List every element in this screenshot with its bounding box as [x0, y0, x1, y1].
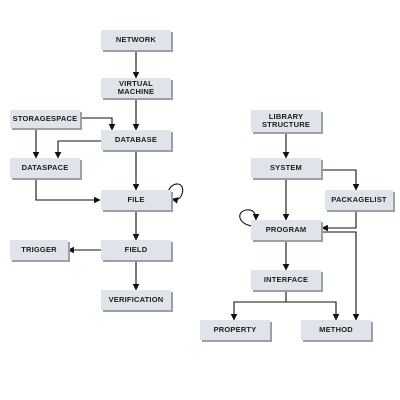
edge-file-self-loop — [167, 183, 184, 204]
node-virtual-machine: VIRTUAL MACHINE — [101, 78, 171, 98]
node-system: SYSTEM — [251, 158, 321, 178]
node-file: FILE — [101, 190, 171, 210]
node-dataspace: DATASPACE — [10, 158, 80, 178]
edge-storagespace-database — [80, 117, 116, 131]
edge-dataspace-file — [35, 178, 101, 204]
edge-program-self-loop — [239, 209, 260, 227]
node-field: FIELD — [101, 240, 171, 260]
edge-interface-method — [286, 301, 340, 321]
node-storagespace: STORAGESPACE — [10, 110, 80, 128]
node-library-structure: LIBRARY STRUCTURE — [251, 110, 321, 132]
edge-interface-property — [230, 290, 287, 321]
node-property: PROPERTY — [200, 320, 270, 340]
node-program: PROGRAM — [251, 220, 321, 240]
node-network: NETWORK — [101, 30, 171, 50]
edge-database-dataspace — [54, 140, 102, 159]
edge-system-packagelist — [320, 169, 360, 191]
node-trigger: TRIGGER — [10, 240, 68, 260]
node-verification: VERIFICATION — [101, 290, 171, 310]
node-packagelist: PACKAGELIST — [325, 190, 393, 210]
edge-packagelist-program — [321, 210, 357, 232]
edge-program-method — [320, 231, 360, 321]
node-interface: INTERFACE — [251, 270, 321, 290]
node-method: METHOD — [301, 320, 371, 340]
node-database: DATABASE — [101, 130, 171, 150]
